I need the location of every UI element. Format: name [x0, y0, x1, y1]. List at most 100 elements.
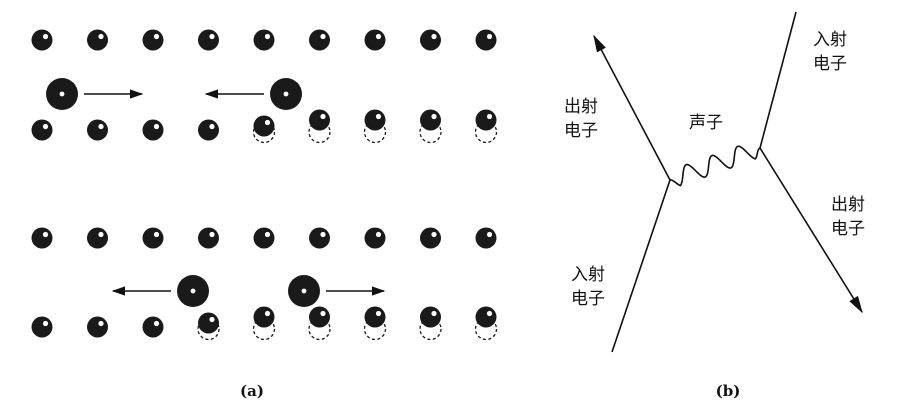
incoming-electron-right-line: [759, 11, 797, 149]
outgoing-electron-right-label-line2: 电子: [831, 219, 865, 239]
lattice-ion-lower-top: [309, 227, 330, 249]
lattice-ion-upper-bottom: [198, 119, 219, 141]
lattice-ion-upper-top: [475, 29, 497, 51]
lattice-ion-lower-top-highlight: [264, 231, 271, 238]
lattice-ion-lower-displaced: [309, 306, 330, 328]
lattice-ion-upper-displaced: [420, 109, 441, 131]
lattice-ion-lower-displaced: [198, 312, 219, 334]
lattice-ion-upper-displaced: [253, 115, 275, 137]
lattice-ion-upper-top: [420, 29, 441, 51]
lattice-ion-upper-top: [142, 29, 164, 51]
lattice-ion-upper-top: [253, 29, 275, 51]
lattice-ion-upper-top-highlight: [98, 33, 104, 40]
lattice-ion-upper-bottom: [142, 119, 164, 141]
lattice-ion-upper-displaced-highlight: [264, 119, 271, 126]
lattice-ion-upper-bottom-highlight: [209, 123, 215, 130]
lattice-ion-upper-top-highlight: [375, 33, 382, 40]
lattice-ion-upper-displaced-highlight: [431, 113, 437, 120]
ion-equilibrium-position: [308, 120, 331, 144]
panel-a-caption: (a): [240, 382, 264, 400]
outgoing-electron-left-label-line1: 出射: [564, 97, 598, 117]
lattice-ion-lower-displaced-highlight: [320, 310, 326, 317]
lattice-ion-lower-displaced: [420, 306, 441, 328]
lattice-ion-upper-top: [198, 29, 219, 51]
lattice-ion-lower-displaced-highlight: [209, 316, 215, 323]
moving-electron-core: [59, 91, 65, 97]
lattice-ion-lower-displaced-highlight: [486, 310, 493, 317]
lattice-ion-lower-displaced-highlight: [431, 310, 437, 317]
lattice-ion-upper-top-highlight: [486, 33, 493, 40]
incoming-electron-left-label-line2: 电子: [571, 289, 605, 309]
lattice-ion-lower-top: [253, 227, 275, 249]
incoming-electron-left-line: [611, 179, 671, 353]
lattice-ion-upper-top-highlight: [42, 33, 49, 40]
lattice-ion-lower-top-highlight: [98, 231, 104, 238]
phonon-wavy-line: [669, 145, 761, 187]
ion-equilibrium-position: [363, 120, 387, 144]
ion-equilibrium-position: [252, 120, 276, 144]
lattice-ion-upper-bottom-highlight: [153, 123, 160, 130]
lattice-ion-lower-top-highlight: [375, 231, 382, 238]
lattice-ion-lower-top-highlight: [431, 231, 437, 238]
moving-electron-core: [301, 288, 307, 294]
lattice-ion-lower-top-highlight: [320, 231, 326, 238]
lattice-ion-lower-bottom: [87, 316, 108, 338]
lattice-ion-lower-bottom: [31, 316, 53, 338]
incoming-electron-left-label-line1: 入射: [571, 265, 605, 285]
lattice-ion-lower-top: [31, 227, 53, 249]
lattice-ion-upper-top-highlight: [153, 33, 160, 40]
ion-equilibrium-position: [252, 317, 276, 341]
lattice-ion-upper-top: [364, 29, 386, 51]
incoming-electron-right-label-line1: 入射: [813, 30, 847, 50]
lattice-ion-lower-top: [475, 227, 497, 249]
lattice-ion-lower-displaced: [364, 306, 386, 328]
lattice-ion-lower-displaced-highlight: [264, 310, 271, 317]
outgoing-electron-right-line: [759, 147, 863, 314]
lattice-ion-upper-displaced: [364, 109, 386, 131]
lattice-ion-upper-displaced-highlight: [375, 113, 382, 120]
lattice-ion-lower-bottom-highlight: [98, 320, 104, 327]
lattice-ion-lower-top-highlight: [209, 231, 215, 238]
panel-b-caption: (b): [716, 382, 741, 400]
lattice-ion-lower-top-highlight: [42, 231, 49, 238]
lattice-ion-upper-bottom: [31, 119, 53, 141]
ion-equilibrium-position: [474, 317, 498, 341]
outgoing-electron-left-label-line2: 电子: [564, 121, 598, 141]
lattice-ion-lower-bottom-highlight: [153, 320, 160, 327]
lattice-ion-lower-top: [364, 227, 386, 249]
phonon-label: 声子: [689, 113, 723, 133]
lattice-ion-upper-displaced-highlight: [320, 113, 326, 120]
lattice-ion-lower-top: [198, 227, 219, 249]
lattice-ion-upper-top: [31, 29, 53, 51]
lattice-ion-lower-top: [420, 227, 441, 249]
lattice-ion-lower-top: [142, 227, 164, 249]
lattice-ion-upper-bottom-highlight: [42, 123, 49, 130]
panel-b-scattering-diagram: 出射 电子 入射 电子 声子 出射 电子 入射 电子: [564, 11, 865, 353]
lattice-ion-lower-displaced: [253, 306, 275, 328]
lattice-ion-upper-top: [309, 29, 330, 51]
outgoing-electron-left-line: [593, 34, 671, 181]
lattice-ion-upper-bottom: [87, 119, 108, 141]
lattice-ion-lower-displaced: [475, 306, 497, 328]
ion-equilibrium-position: [308, 317, 331, 341]
lattice-ion-upper-displaced: [475, 109, 497, 131]
ion-equilibrium-position: [419, 317, 442, 341]
lattice-ion-lower-top-highlight: [153, 231, 160, 238]
lattice-ion-lower-displaced-highlight: [375, 310, 382, 317]
ion-equilibrium-position: [419, 120, 442, 144]
lattice-ion-upper-top-highlight: [264, 33, 271, 40]
lattice-ion-upper-top-highlight: [431, 33, 437, 40]
lattice-ion-upper-top: [87, 29, 108, 51]
lattice-ion-upper-displaced-highlight: [486, 113, 493, 120]
ion-equilibrium-position: [474, 120, 498, 144]
lattice-ion-lower-bottom-highlight: [42, 320, 49, 327]
lattice-ion-lower-bottom: [142, 316, 164, 338]
lattice-ion-upper-displaced: [309, 109, 330, 131]
ion-equilibrium-position: [197, 317, 220, 341]
lattice-ion-lower-top-highlight: [486, 231, 493, 238]
lattice-ion-upper-bottom-highlight: [98, 123, 104, 130]
ion-equilibrium-position: [363, 317, 387, 341]
moving-electron-core: [190, 288, 196, 294]
outgoing-electron-right-label-line1: 出射: [831, 195, 865, 215]
